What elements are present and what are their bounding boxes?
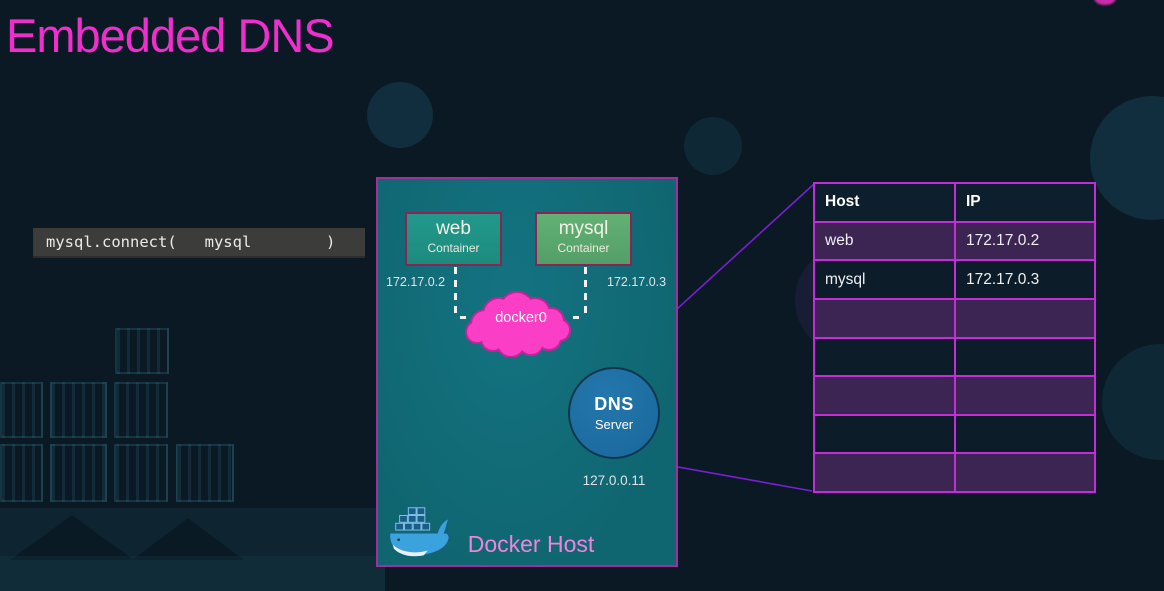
container-silhouette bbox=[115, 328, 169, 374]
table-cell-host: mysql bbox=[815, 261, 954, 298]
dns-table: Host IP web 172.17.0.2 mysql 172.17.0.3 bbox=[813, 182, 1096, 493]
table-cell-ip: 172.17.0.3 bbox=[956, 261, 1094, 298]
ip-label-web: 172.17.0.2 bbox=[386, 275, 446, 289]
bokeh-circle bbox=[684, 117, 742, 175]
bokeh-circle bbox=[1090, 96, 1164, 220]
container-name: web bbox=[436, 218, 471, 239]
page-title: Embedded DNS bbox=[6, 9, 335, 62]
table-cell-ip bbox=[956, 454, 1094, 491]
container-silhouette bbox=[50, 382, 107, 438]
table-header-ip: IP bbox=[956, 184, 1094, 221]
container-silhouette bbox=[114, 444, 168, 502]
bridge-dashed-line-web bbox=[460, 316, 466, 319]
bokeh-circle bbox=[367, 82, 433, 148]
dns-server-circle: DNS Server bbox=[568, 367, 660, 459]
network-cloud-icon bbox=[461, 283, 581, 358]
bridge-dashed-line-mysql bbox=[584, 267, 587, 319]
bridge-dashed-line-mysql bbox=[573, 316, 579, 319]
table-cell-host bbox=[815, 377, 954, 414]
docker-host-box: web Container mysql Container 172.17.0.2… bbox=[376, 177, 678, 567]
code-box: mysql.connect( mysql ) bbox=[33, 228, 365, 258]
table-cell-host bbox=[815, 415, 954, 453]
table-cell-ip bbox=[956, 415, 1094, 453]
container-silhouette bbox=[50, 444, 107, 502]
container-silhouette bbox=[0, 444, 43, 502]
table-cell-ip bbox=[956, 299, 1094, 337]
ip-label-mysql: 172.17.0.3 bbox=[607, 275, 667, 289]
pink-glow-dot bbox=[1094, 0, 1116, 5]
table-cell-ip: 172.17.0.2 bbox=[956, 222, 1094, 260]
container-sublabel: Container bbox=[427, 240, 480, 255]
container-sublabel: Container bbox=[557, 240, 610, 255]
container-box-web: web Container bbox=[405, 212, 502, 266]
code-text: mysql.connect( mysql ) bbox=[46, 233, 336, 251]
table-cell-host bbox=[815, 454, 954, 491]
dns-server-title: DNS bbox=[594, 394, 634, 414]
dns-ip-label: 127.0.0.11 bbox=[582, 473, 646, 488]
bokeh-circle bbox=[1102, 344, 1164, 460]
table-cell-ip bbox=[956, 377, 1094, 414]
container-silhouette bbox=[176, 444, 234, 502]
wave-silhouette bbox=[0, 556, 385, 591]
container-silhouette bbox=[114, 382, 168, 438]
table-cell-ip bbox=[956, 338, 1094, 376]
table-cell-host: web bbox=[815, 222, 954, 260]
bridge-dashed-line-web bbox=[454, 267, 457, 319]
table-header-host: Host bbox=[815, 184, 954, 221]
docker-whale-icon bbox=[387, 505, 451, 559]
table-cell-host bbox=[815, 299, 954, 337]
docker-host-label: Docker Host bbox=[467, 531, 595, 557]
table-cell-host bbox=[815, 338, 954, 376]
container-name: mysql bbox=[558, 218, 609, 239]
container-silhouette bbox=[0, 382, 43, 438]
docker0-label: docker0 bbox=[495, 310, 547, 326]
wave-silhouette bbox=[132, 515, 244, 560]
container-box-mysql: mysql Container bbox=[535, 212, 632, 266]
dns-server-subtitle: Server bbox=[594, 417, 634, 432]
wave-silhouette bbox=[10, 512, 134, 560]
